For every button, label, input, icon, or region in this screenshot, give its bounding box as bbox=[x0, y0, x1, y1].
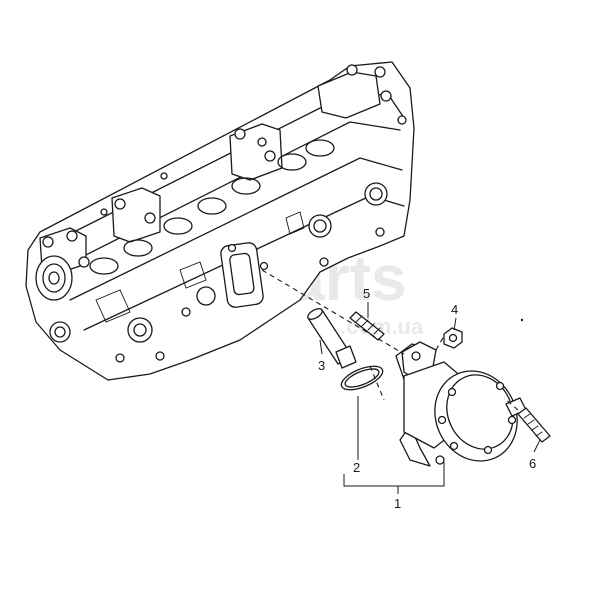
callout-4: 4 bbox=[451, 302, 458, 317]
stray-dot bbox=[520, 318, 524, 322]
part-3-pushrod bbox=[307, 308, 357, 369]
part-6-hose bbox=[517, 407, 551, 443]
part-1-vacuum-pump bbox=[395, 341, 527, 467]
callout-leaders bbox=[319, 302, 541, 494]
callout-2: 2 bbox=[353, 460, 360, 475]
part-2-o-ring bbox=[340, 365, 384, 391]
pump-mount-pad bbox=[220, 242, 269, 308]
valve-pockets bbox=[89, 139, 335, 275]
assembly-axes bbox=[261, 269, 519, 411]
callout-6: 6 bbox=[529, 456, 536, 471]
part-4-nut bbox=[443, 327, 463, 349]
cap-bolts bbox=[42, 64, 392, 268]
part-5-stud bbox=[349, 311, 385, 341]
callout-1: 1 bbox=[394, 496, 401, 511]
callout-5: 5 bbox=[363, 286, 370, 301]
cylinder-head bbox=[25, 61, 415, 381]
head-gasket-line bbox=[69, 157, 403, 301]
head-bosses bbox=[95, 115, 407, 363]
camshaft-end bbox=[35, 255, 73, 301]
callout-3: 3 bbox=[318, 358, 325, 373]
head-outline bbox=[25, 61, 415, 381]
